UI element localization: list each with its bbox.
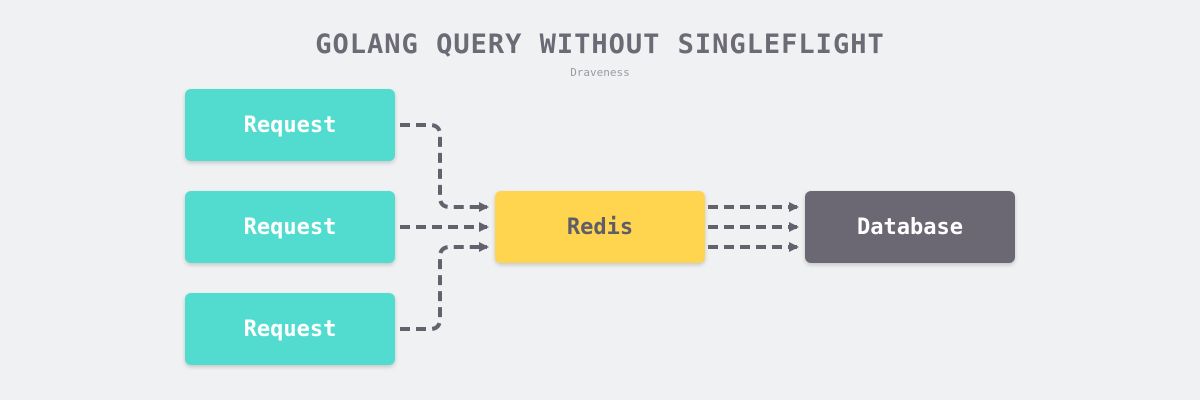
diagram-title: GOLANG QUERY WITHOUT SINGLEFLIGHT [315,29,885,60]
redis-node: Redis [495,191,705,263]
database-node-label: Database [857,214,963,240]
database-node: Database [805,191,1015,263]
request-node-3: Request [185,293,395,365]
redis-node-label: Redis [566,214,634,240]
diagram-subtitle: Draveness [570,66,630,79]
request-node-label: Request [243,112,337,138]
request-node-1: Request [185,89,395,161]
connector-request-3-to-redis [400,242,489,331]
request-node-label: Request [243,214,337,240]
request-node-label: Request [243,316,337,342]
request-node-2: Request [185,191,395,263]
connector-request-1-to-redis [400,123,489,212]
